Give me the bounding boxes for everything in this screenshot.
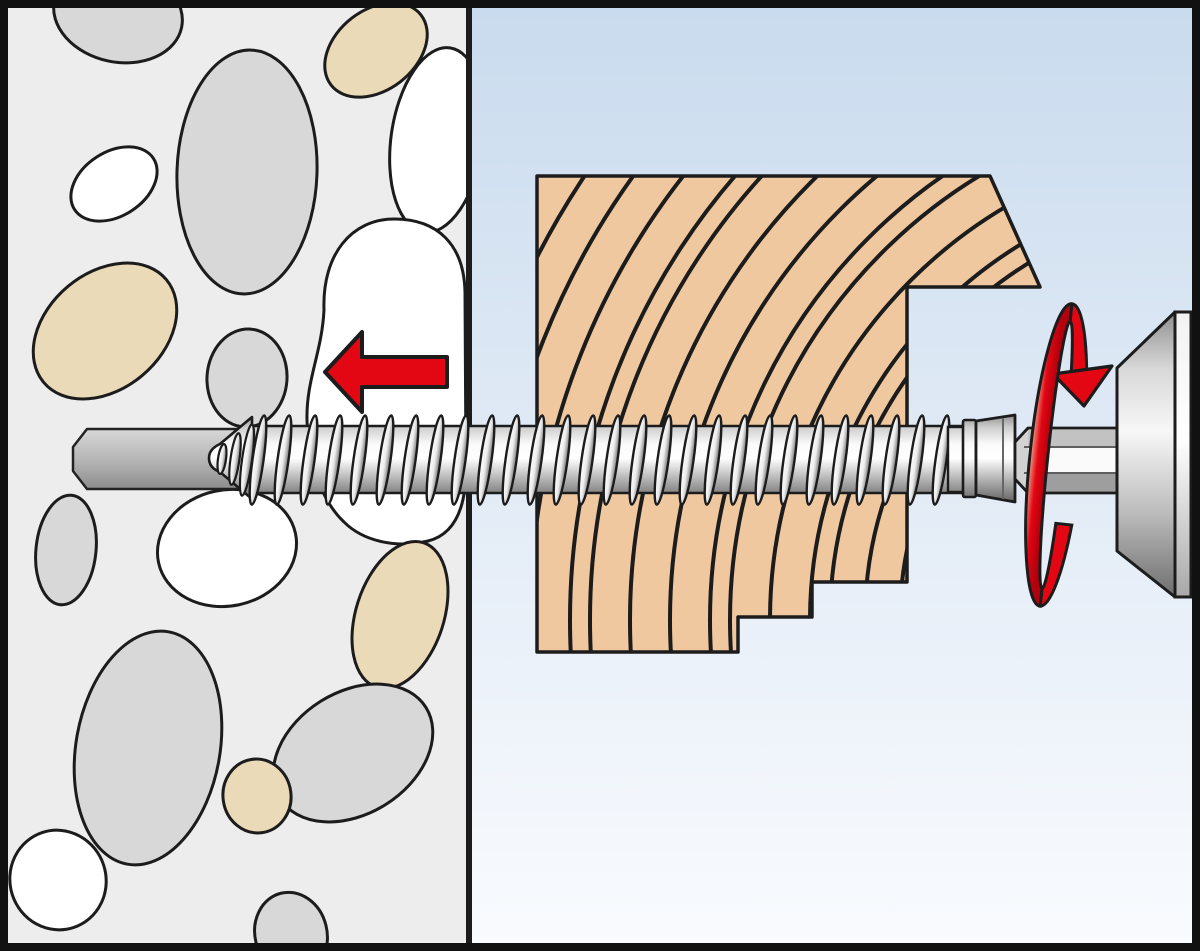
aggregate-stone xyxy=(31,261,179,401)
rotation-direction-arrow xyxy=(1024,302,1114,608)
driver-tool xyxy=(1115,310,1193,599)
screw-head xyxy=(974,413,1017,504)
aggregate-stones xyxy=(8,8,470,943)
aggregate-stone xyxy=(8,828,108,932)
aggregate-stone xyxy=(323,8,429,99)
driver-tool-face xyxy=(1173,310,1193,599)
screw-head-flange xyxy=(961,418,978,499)
aggregate-stone xyxy=(72,629,224,867)
insertion-direction-arrow-icon xyxy=(323,330,449,414)
aggregate-stone xyxy=(253,890,329,943)
screw-thread xyxy=(216,443,228,475)
rotation-arrowhead-icon xyxy=(1051,364,1114,408)
rotation-arrow-front-band xyxy=(1024,302,1074,608)
aggregate-stone xyxy=(175,48,319,296)
aggregate-stone xyxy=(155,487,299,609)
concrete-screw xyxy=(207,413,1017,507)
aggregate-stone xyxy=(221,757,293,835)
hex-bit-bottom-facet xyxy=(1028,473,1117,493)
aggregate-stone xyxy=(69,145,159,223)
aggregate-stone xyxy=(52,8,184,65)
screw-thread xyxy=(228,432,242,486)
aggregate-stone xyxy=(34,493,98,607)
